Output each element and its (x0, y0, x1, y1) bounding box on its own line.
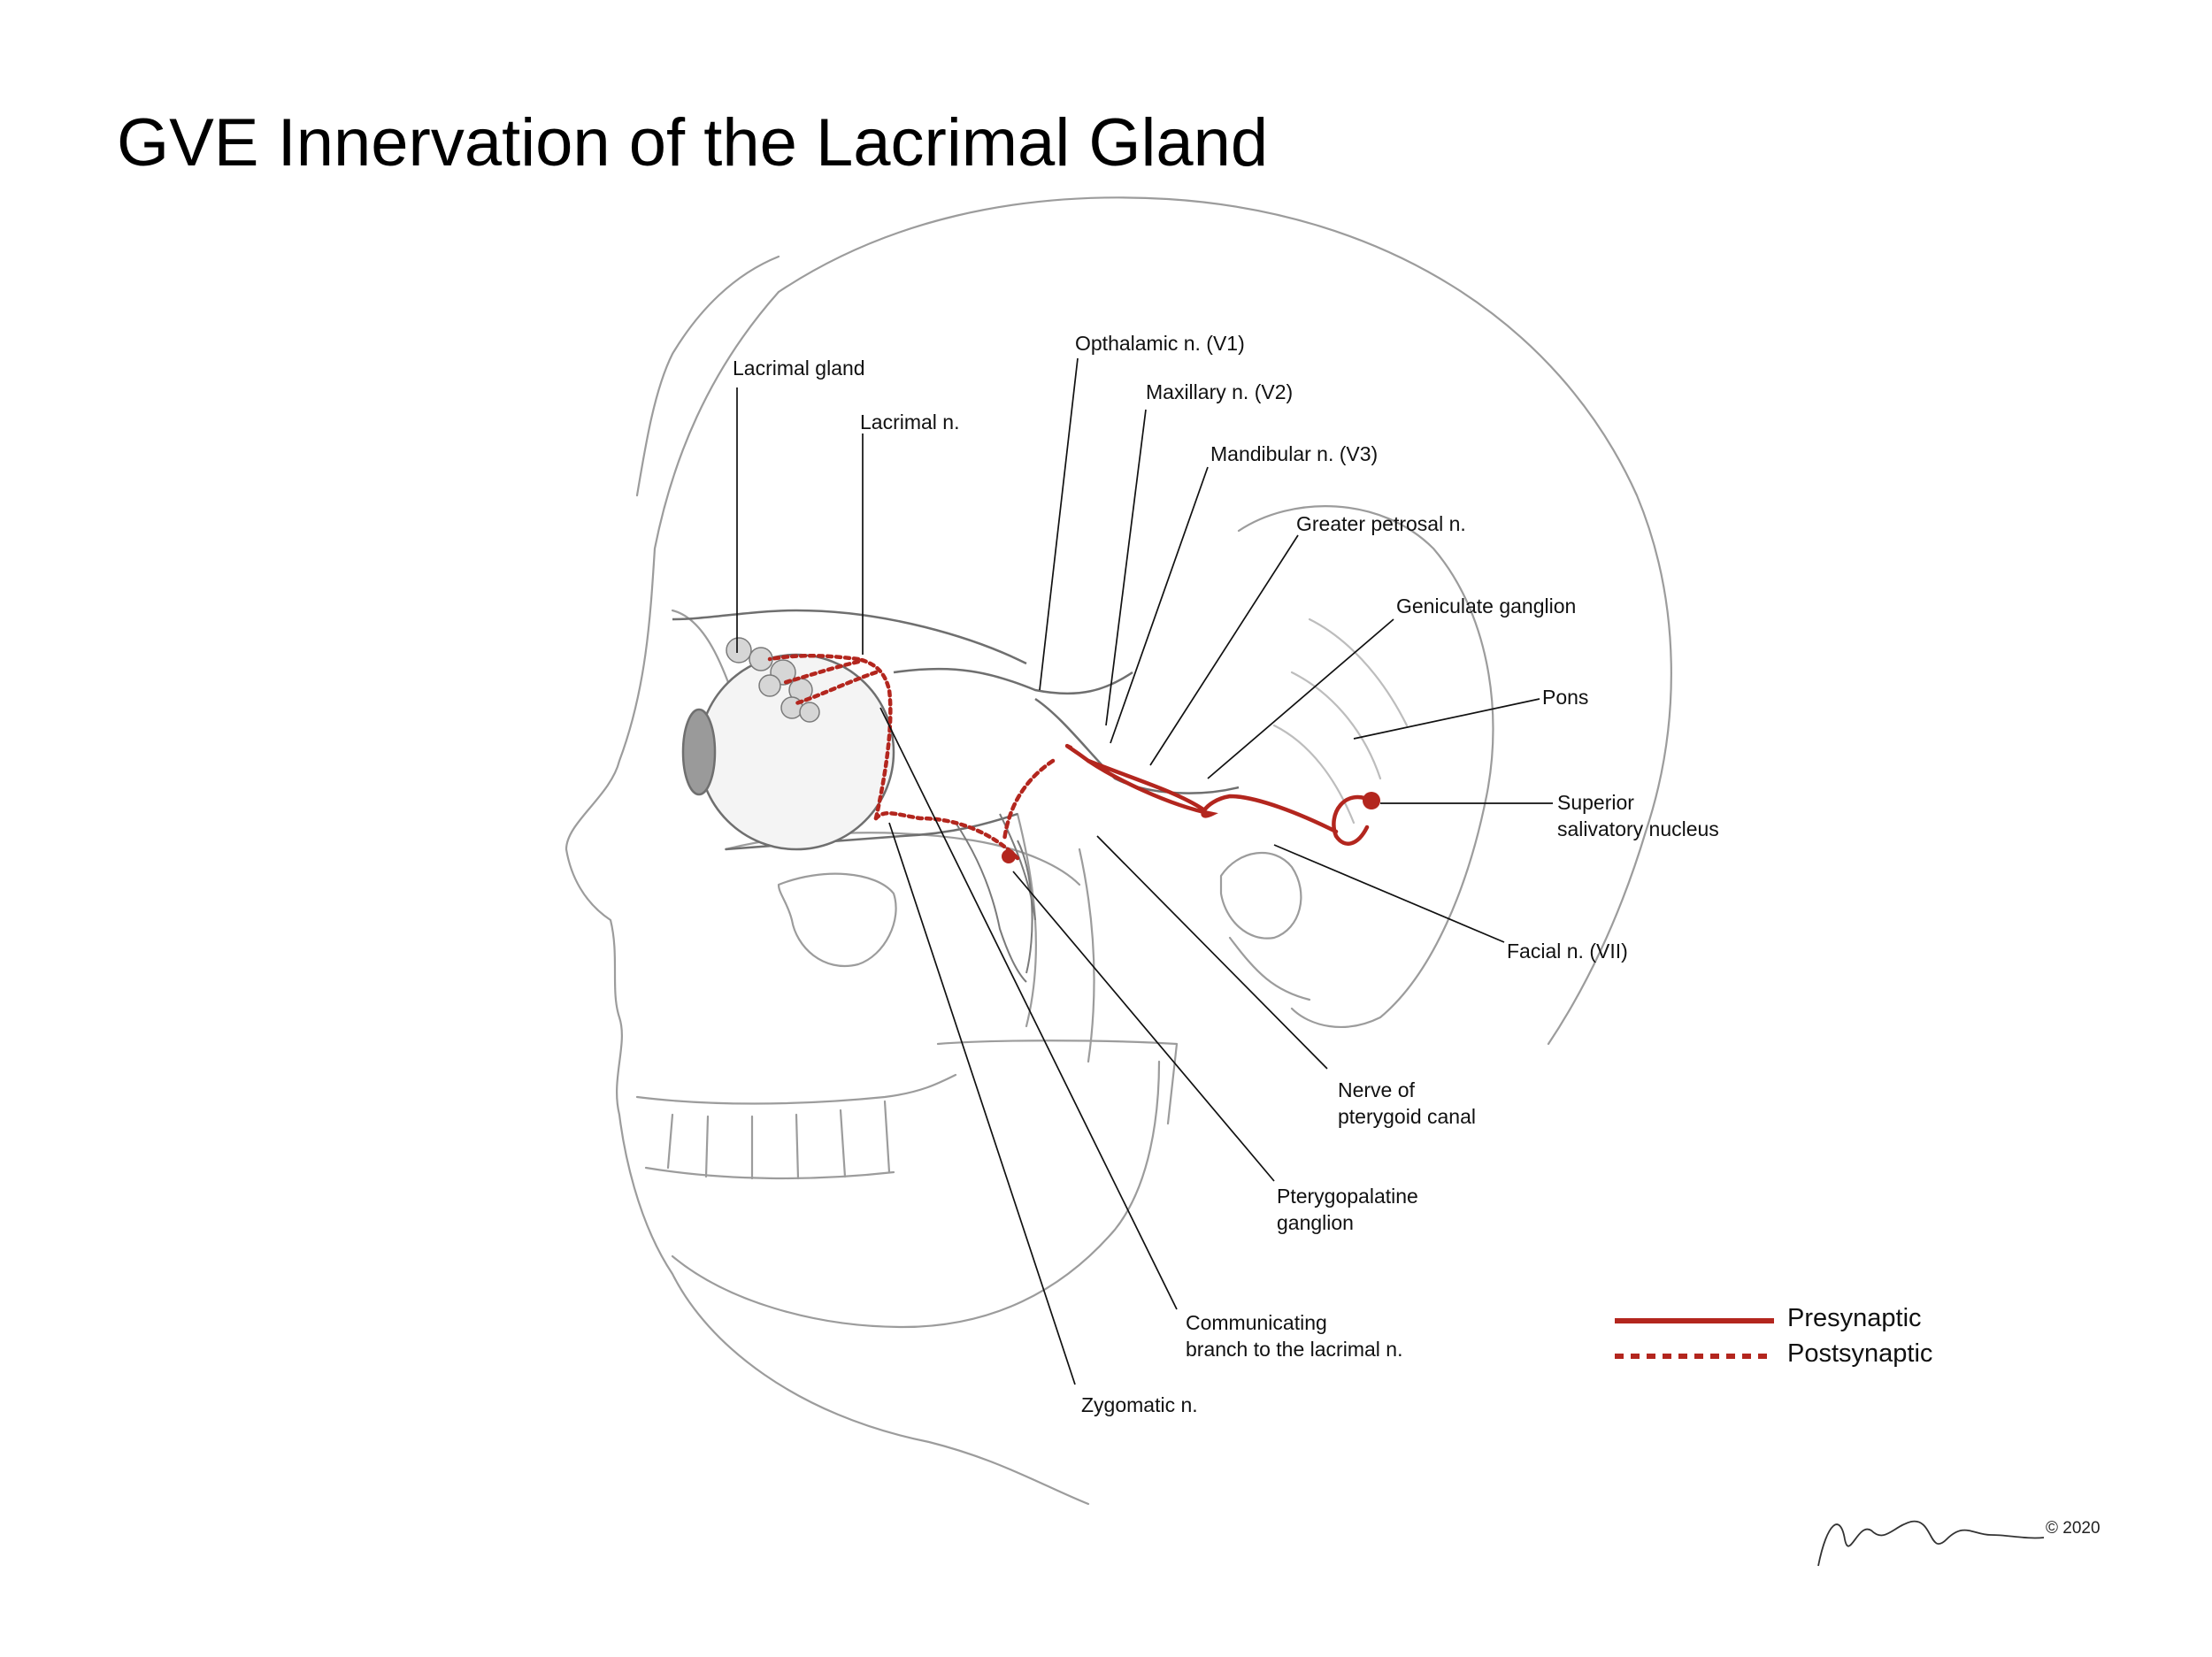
label-pons: Pons (1542, 686, 1589, 709)
legend-presynaptic: Presynaptic (1787, 1304, 1922, 1332)
label-lacrimal-n: Lacrimal n. (860, 410, 960, 433)
legend-symbols (1615, 1318, 1774, 1359)
pterygopalatine-ganglion-dot (1002, 849, 1016, 863)
label-facial-n: Facial n. (VII) (1507, 940, 1628, 963)
label-communicating-branch: Communicating branch to the lacrimal n. (1186, 1311, 1403, 1361)
label-geniculate-ganglion: Geniculate ganglion (1396, 595, 1577, 618)
legend-postsynaptic: Postsynaptic (1787, 1339, 1933, 1368)
label-greater-petrosal-n: Greater petrosal n. (1296, 512, 1466, 535)
copyright: © 2020 (2046, 1519, 2101, 1538)
postsynaptic-pathway (767, 654, 1020, 861)
label-pterygopalatine-ganglion: Pterygopalatine ganglion (1277, 1185, 1418, 1234)
signature (1817, 1520, 2045, 1567)
orbit-and-eye (672, 609, 1240, 851)
label-maxillary-n: Maxillary n. (V2) (1146, 380, 1294, 403)
label-opthalamic-n: Opthalamic n. (V1) (1075, 332, 1245, 355)
lacrimal-gland-shape (726, 637, 820, 723)
label-mandibular-n: Mandibular n. (V3) (1210, 442, 1379, 465)
cornea (681, 708, 717, 796)
label-zygomatic-n: Zygomatic n. (1081, 1393, 1198, 1416)
label-superior-salivatory-nucleus: Superior salivatory nucleus (1557, 791, 1719, 840)
leader-lines (736, 357, 1553, 1385)
superior-salivatory-nucleus-dot (1363, 792, 1380, 809)
presynaptic-pathway (1002, 743, 1374, 846)
label-lacrimal-gland: Lacrimal gland (733, 357, 865, 380)
label-nerve-of-pterygoid-canal: Nerve of pterygoid canal (1338, 1078, 1476, 1128)
page-title: GVE Innervation of the Lacrimal Gland (117, 105, 1269, 180)
head-outline (565, 196, 1672, 1506)
